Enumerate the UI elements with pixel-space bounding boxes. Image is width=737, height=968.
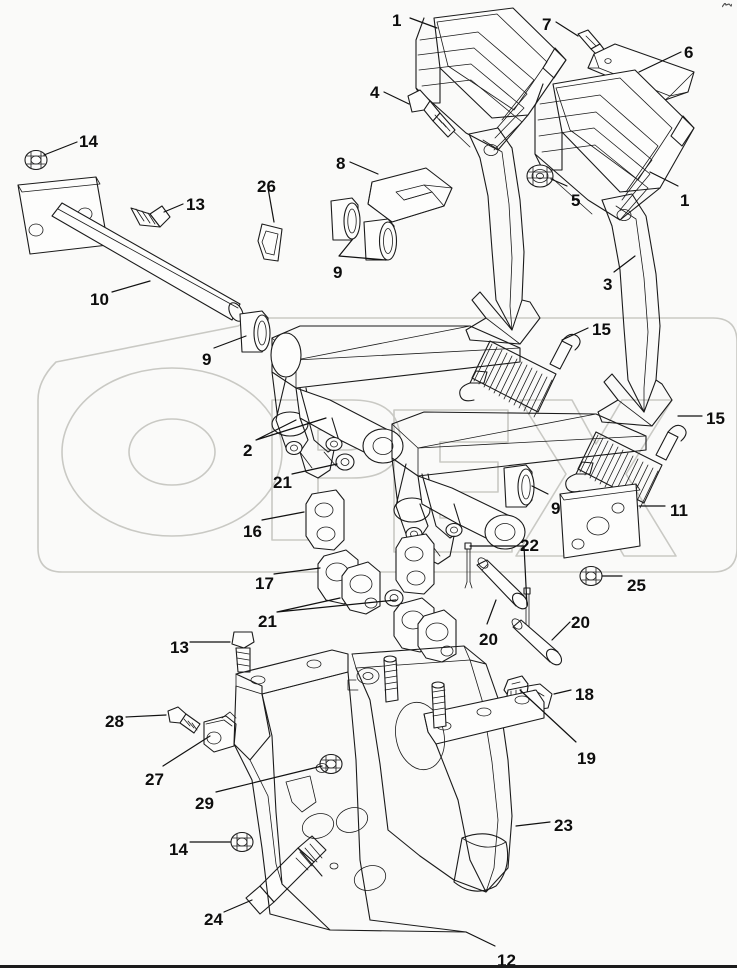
callout-number-29: 29 — [195, 794, 214, 813]
part-22-cotter-pin-a — [464, 542, 473, 589]
part-20-clevis-pin-lower — [511, 618, 563, 666]
callout-number-7: 7 — [542, 15, 552, 34]
part-21-washer-upper — [335, 453, 355, 471]
callout-number-28: 28 — [105, 712, 124, 731]
callout-number-5: 5 — [571, 191, 581, 210]
callout-number-14: 14 — [79, 132, 98, 151]
callout-number-13: 13 — [170, 638, 189, 657]
callout-number-15: 15 — [592, 320, 611, 339]
callout-number-18: 18 — [575, 685, 594, 704]
callout-number-23: 23 — [554, 816, 573, 835]
two-hole-link-second — [395, 533, 435, 595]
callout-number-2: 2 — [243, 441, 253, 460]
callout-number-9: 9 — [202, 350, 212, 369]
part-28-short-screw — [167, 706, 201, 734]
leader-lines — [43, 17, 703, 947]
part-1-pedal-pad-lower — [534, 69, 695, 221]
callout-number-16: 16 — [243, 522, 262, 541]
callout-number-4: 4 — [370, 83, 380, 102]
part-25-flange-nut — [579, 565, 603, 587]
callout-number-24: 24 — [204, 910, 223, 929]
callout-number-11: 11 — [670, 501, 688, 520]
registration-mark-icon — [722, 3, 732, 8]
callout-number-15: 15 — [706, 409, 725, 428]
part-14-lock-nut-upper — [24, 149, 48, 171]
part-13-screw-upper — [130, 205, 171, 228]
part-1-pedal-pad-upper — [415, 7, 567, 151]
callout-number-19: 19 — [577, 749, 596, 768]
part-5-flange-nut — [526, 164, 554, 188]
part-20-clevis-pin-upper — [476, 557, 529, 610]
callout-number-1: 1 — [680, 191, 690, 210]
part-3-pedal-arm-left — [465, 127, 541, 345]
part-15-spring-upper — [459, 333, 581, 418]
callout-number-27: 27 — [145, 770, 164, 789]
callout-number-14: 14 — [169, 840, 188, 859]
callout-number-21: 21 — [258, 612, 277, 631]
part-10-shaft-with-plate — [17, 176, 244, 322]
part-27-cable-clamp — [203, 711, 237, 753]
part-16-two-hole-link — [305, 489, 345, 551]
callout-number-17: 17 — [255, 574, 274, 593]
part-26-retainer-clip — [257, 223, 283, 262]
callout-number-8: 8 — [336, 154, 346, 173]
part-12-support-bracket — [233, 649, 467, 933]
part-9-bushing-c — [239, 310, 271, 353]
part-11-anchor-plate — [559, 483, 641, 559]
callout-number-3: 3 — [603, 275, 613, 294]
callout-number-21: 21 — [273, 473, 292, 492]
part-14-lock-nut-lower — [230, 831, 254, 853]
callout-number-20: 20 — [571, 613, 590, 632]
clevis-second — [393, 597, 457, 663]
callout-number-13: 13 — [186, 195, 205, 214]
callout-number-25: 25 — [627, 576, 646, 595]
part-24-long-hex-bolt — [245, 835, 327, 915]
part-2-pedal-link-lower — [391, 411, 647, 565]
part-9-bushing-b — [363, 218, 398, 261]
part-29-flange-nut — [319, 753, 343, 775]
part-2-pedal-link-upper — [270, 325, 521, 479]
callout-number-9: 9 — [333, 263, 343, 282]
part-3-pedal-arm-right — [597, 193, 673, 427]
callout-number-1: 1 — [392, 11, 402, 30]
callout-number-9: 9 — [551, 499, 561, 518]
part-8-wedge-block — [367, 167, 453, 223]
part-9-bushing-a — [330, 197, 361, 241]
callout-number-22: 22 — [520, 536, 539, 555]
part-21-washer-lower — [384, 589, 404, 607]
callout-number-6: 6 — [684, 43, 694, 62]
part-9-bushing-d — [503, 464, 535, 508]
callout-number-26: 26 — [257, 177, 276, 196]
callout-number-10: 10 — [90, 290, 109, 309]
part-23-mounting-plate — [347, 645, 545, 893]
part-4-flange-bolt — [407, 89, 456, 138]
part-13-screw-lower — [231, 631, 255, 673]
callout-number-20: 20 — [479, 630, 498, 649]
callout-number-12: 12 — [497, 951, 516, 968]
part-17-clevis — [317, 549, 381, 615]
